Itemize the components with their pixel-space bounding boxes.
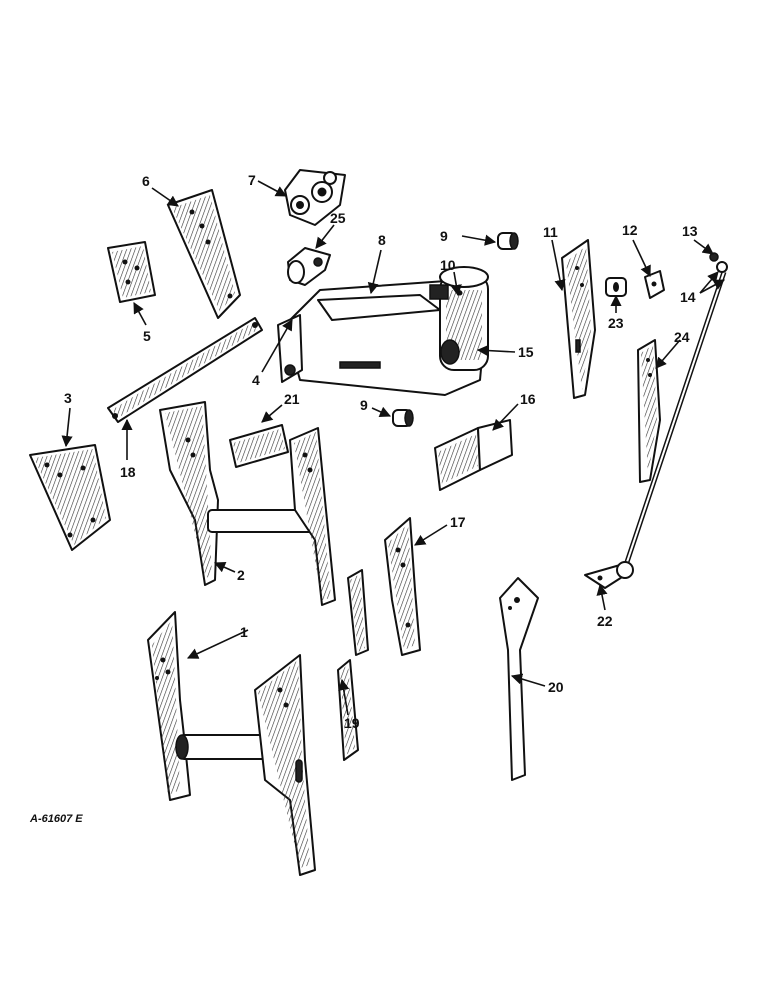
callout-22: 22 (597, 613, 613, 629)
part-17-plate (384, 517, 421, 656)
part-9-bushing-lower (392, 409, 414, 427)
callout-7: 7 (248, 172, 256, 188)
callout-17: 17 (450, 514, 466, 530)
callout-25: 25 (330, 210, 346, 226)
leader-lines (61, 180, 725, 716)
part-21-bar (229, 424, 289, 468)
callout-21: 21 (284, 391, 300, 407)
callout-2: 2 (237, 567, 245, 583)
callout-15: 15 (518, 344, 534, 360)
callout-24: 24 (674, 329, 690, 345)
callout-14: 14 (680, 289, 696, 305)
part-24-plate (637, 339, 661, 483)
callout-3: 3 (64, 390, 72, 406)
part-5-plate (107, 241, 156, 303)
part-11-bar (561, 239, 596, 399)
part-25-clevis (287, 247, 331, 286)
callout-6: 6 (142, 173, 150, 189)
callout-labels: 1 2 3 4 5 6 7 8 9 9 10 11 12 13 14 15 16… (64, 172, 698, 731)
part-23-nut (605, 277, 627, 297)
part-7-casting (284, 169, 346, 226)
callout-9-lower: 9 (360, 397, 368, 413)
part-20-tall-plate (499, 577, 539, 781)
part-6-plate (167, 189, 241, 319)
callout-9-upper: 9 (440, 228, 448, 244)
callout-23: 23 (608, 315, 624, 331)
figure-id: A-61607 E (29, 813, 83, 825)
part-22-clamp (584, 561, 634, 589)
callout-16: 16 (520, 391, 536, 407)
part-1-lower-frame (147, 611, 316, 876)
callout-13: 13 (682, 223, 698, 239)
callout-19: 19 (344, 715, 360, 731)
callout-5: 5 (143, 328, 151, 344)
part-14-rod (622, 252, 728, 569)
part-2-upper-frame (159, 401, 336, 606)
callout-20: 20 (548, 679, 564, 695)
callout-10: 10 (440, 257, 456, 273)
part-18-strap (107, 317, 263, 423)
callout-18: 18 (120, 464, 136, 480)
part-3-plate (29, 444, 111, 551)
part-16-angle-bracket (434, 419, 513, 491)
part-8-main-bracket (277, 266, 489, 396)
callout-1: 1 (240, 624, 248, 640)
part-9-bushing-upper (497, 232, 519, 250)
part-12-clip (644, 270, 665, 299)
part-19-bars (337, 569, 369, 761)
callout-8: 8 (378, 232, 386, 248)
callout-4: 4 (252, 372, 260, 388)
callout-11: 11 (543, 224, 558, 240)
callout-12: 12 (622, 222, 638, 238)
